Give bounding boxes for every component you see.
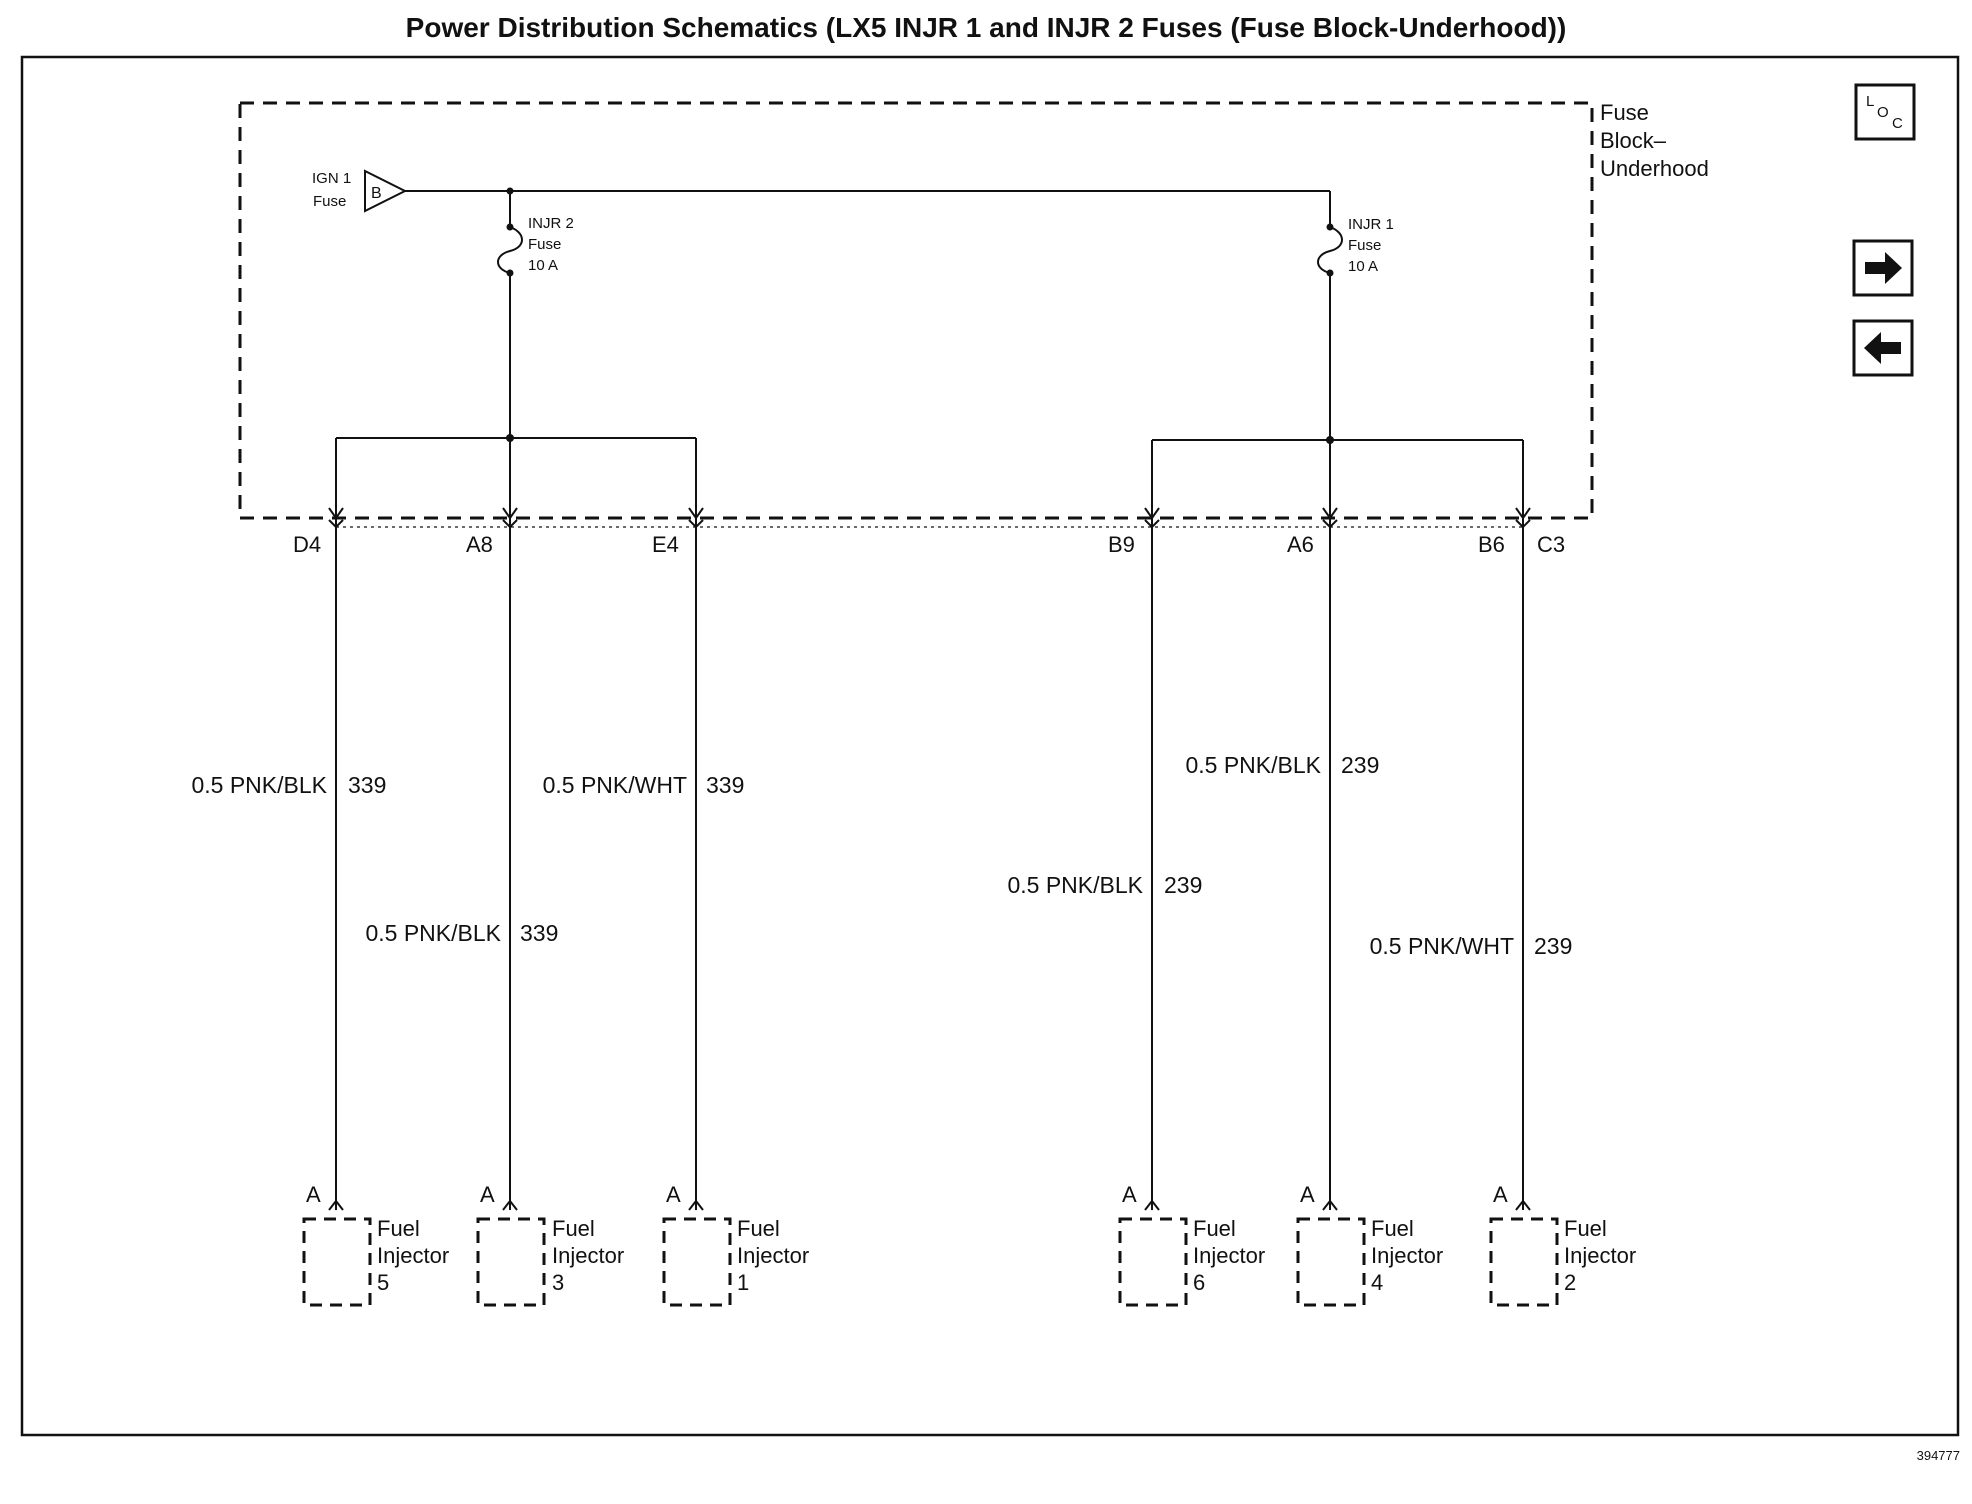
pin-label-e4: E4 — [652, 532, 679, 557]
pin-label-c3: C3 — [1537, 532, 1565, 557]
wire-group — [328, 273, 1531, 1211]
pin-arrow-icon — [1322, 507, 1338, 520]
wire-circuit-a6: 239 — [1341, 752, 1379, 778]
loc-letter-c: C — [1892, 115, 1903, 132]
wire-label-d4: 0.5 PNK/BLK — [191, 772, 327, 798]
injector-label-1: Fuel — [552, 1216, 595, 1241]
injector-pin-label: A — [666, 1182, 681, 1207]
fuse-block-boundary — [238, 101, 1594, 520]
pin-label-a6: A6 — [1287, 532, 1314, 557]
pin-arrow-icon — [688, 507, 704, 520]
injr2-fuse-label-3: 10 A — [528, 257, 558, 274]
injector-pin-label: A — [1300, 1182, 1315, 1207]
loc-letter-o: O — [1877, 104, 1889, 121]
injector-label-1: Fuel — [1564, 1216, 1607, 1241]
injr1-fuse-label-3: 10 A — [1348, 258, 1378, 275]
pin-arrow-icon — [1515, 507, 1531, 520]
ign-fuse-connector-id: B — [371, 185, 382, 202]
fuse-block-label-2: Block– — [1600, 128, 1667, 153]
injr1-fuse-label-1: INJR 1 — [1348, 216, 1394, 233]
injector-label-1: Fuel — [737, 1216, 780, 1241]
pin-label-b6: B6 — [1478, 532, 1505, 557]
injector-pin-icon — [328, 1199, 344, 1211]
injector-label-2: Injector — [1564, 1243, 1636, 1268]
wire-label-b6: 0.5 PNK/WHT — [1370, 933, 1514, 959]
arrow-right-icon — [1865, 252, 1902, 284]
injector-box — [1296, 1217, 1366, 1307]
component-locator-button[interactable]: L O C — [1854, 83, 1916, 141]
diagram-frame — [20, 55, 1960, 1437]
injector-label-1: Fuel — [377, 1216, 420, 1241]
injector-label-3: 3 — [552, 1270, 564, 1295]
injector-5: A Fuel Injector 5 — [302, 1182, 449, 1307]
injector-3: A Fuel Injector 3 — [476, 1182, 624, 1307]
injector-4: A Fuel Injector 4 — [1296, 1182, 1443, 1307]
next-page-button[interactable] — [1852, 239, 1914, 297]
injector-pin-icon — [1144, 1199, 1160, 1211]
injector-box — [476, 1217, 546, 1307]
injector-pin-icon — [502, 1199, 518, 1211]
injector-label-2: Injector — [1371, 1243, 1443, 1268]
injector-label-2: Injector — [737, 1243, 809, 1268]
previous-page-button[interactable] — [1852, 319, 1914, 377]
injector-box — [302, 1217, 372, 1307]
ign-fuse-connector-icon — [364, 169, 408, 213]
injector-label-2: Injector — [377, 1243, 449, 1268]
injector-pin-label: A — [306, 1182, 321, 1207]
injector-label-3: 5 — [377, 1270, 389, 1295]
figure-number: 394777 — [1916, 1448, 1960, 1463]
injector-label-1: Fuel — [1371, 1216, 1414, 1241]
injector-box — [662, 1217, 732, 1307]
ign-fuse-label-1: IGN 1 — [312, 170, 351, 187]
arrow-left-icon — [1864, 332, 1901, 364]
injector-label-2: Injector — [552, 1243, 624, 1268]
injector-label-3: 1 — [737, 1270, 749, 1295]
injector-pin-label: A — [480, 1182, 495, 1207]
injector-1: A Fuel Injector 1 — [662, 1182, 809, 1307]
wire-circuit-b9: 239 — [1164, 872, 1202, 898]
injector-label-3: 2 — [1564, 1270, 1576, 1295]
injector-pin-label: A — [1122, 1182, 1137, 1207]
injector-box — [1118, 1217, 1188, 1307]
loc-letter-l: L — [1866, 93, 1874, 110]
injr2-fuse-label-1: INJR 2 — [528, 215, 574, 232]
ign-fuse-label-2: Fuse — [313, 193, 346, 210]
pin-arrow-icon — [502, 507, 518, 520]
wire-label-e4: 0.5 PNK/WHT — [543, 772, 687, 798]
injector-pin-icon — [1515, 1199, 1531, 1211]
wire-circuit-a8: 339 — [520, 920, 558, 946]
wire-circuit-b6: 239 — [1534, 933, 1572, 959]
injector-box — [1489, 1217, 1559, 1307]
injector-6: A Fuel Injector 6 — [1118, 1182, 1265, 1307]
injector-pin-label: A — [1493, 1182, 1508, 1207]
wire-circuit-d4: 339 — [348, 772, 386, 798]
pin-arrow-icon — [328, 507, 344, 520]
injector-2: A Fuel Injector 2 — [1489, 1182, 1636, 1307]
fuse-block-label-3: Underhood — [1600, 156, 1709, 181]
injector-label-1: Fuel — [1193, 1216, 1236, 1241]
wire-label-a6: 0.5 PNK/BLK — [1185, 752, 1321, 778]
injector-label-2: Injector — [1193, 1243, 1265, 1268]
wire-label-a8: 0.5 PNK/BLK — [365, 920, 501, 946]
wire-label-b9: 0.5 PNK/BLK — [1007, 872, 1143, 898]
pin-arrow-icon — [1144, 507, 1160, 520]
injector-pin-icon — [688, 1199, 704, 1211]
injr1-fuse-label-2: Fuse — [1348, 237, 1381, 254]
injr1-fuse-icon — [1317, 226, 1343, 274]
injector-label-3: 4 — [1371, 1270, 1383, 1295]
injector-label-3: 6 — [1193, 1270, 1205, 1295]
pin-label-a8: A8 — [466, 532, 493, 557]
injr2-fuse-label-2: Fuse — [528, 236, 561, 253]
page-title: Power Distribution Schematics (LX5 INJR … — [405, 12, 1567, 43]
fuse-block-label-1: Fuse — [1600, 100, 1649, 125]
injector-pin-icon — [1322, 1199, 1338, 1211]
injr2-fuse-icon — [497, 226, 523, 274]
wire-circuit-e4: 339 — [706, 772, 744, 798]
pin-label-d4: D4 — [293, 532, 321, 557]
pin-label-b9: B9 — [1108, 532, 1135, 557]
